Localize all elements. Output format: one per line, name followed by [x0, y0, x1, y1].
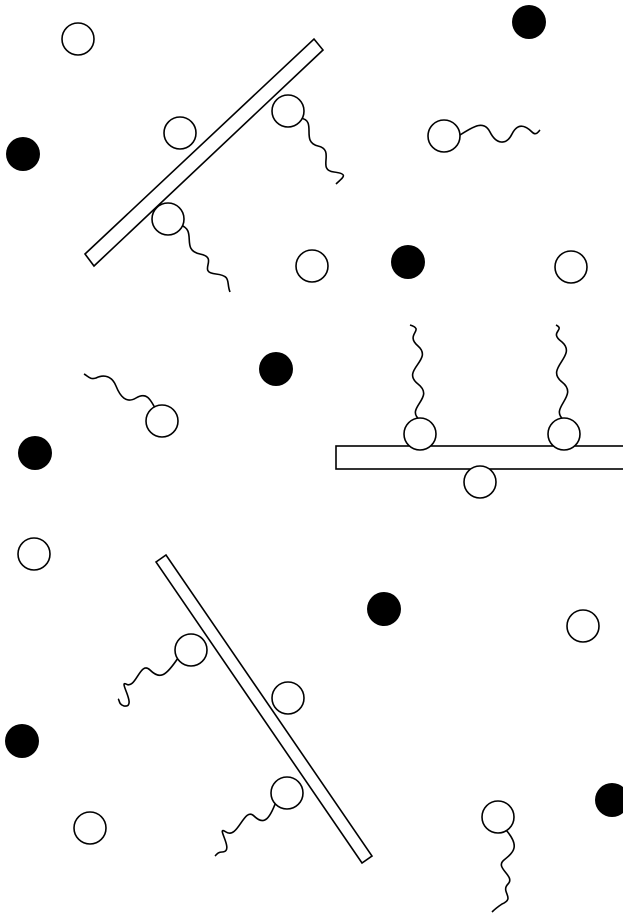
open-particle [74, 812, 106, 844]
open-particle [62, 23, 94, 55]
rod-3-particle-3 [271, 777, 303, 809]
filled-particle [6, 137, 40, 171]
rod-3-assembly [118, 555, 372, 863]
rod-1-particle-2 [272, 95, 304, 127]
rod-2-particle-2 [548, 418, 580, 450]
rod-2-chain-2 [556, 325, 568, 420]
filled-particle [512, 5, 546, 39]
rod-3-particle-2 [272, 682, 304, 714]
rod-1-chain-2 [180, 225, 230, 292]
rod-3-chain-2 [215, 796, 278, 856]
filled-particle [391, 245, 425, 279]
free-particle-tethered-2 [146, 405, 178, 437]
free-tethered-particle-2 [84, 374, 178, 437]
free-chain-1 [460, 125, 540, 142]
free-chain-2 [84, 374, 156, 410]
rod-2-particle-3 [464, 466, 496, 498]
filled-particle [595, 783, 623, 817]
filled-particle [367, 592, 401, 626]
open-particle [555, 251, 587, 283]
filled-particle [18, 436, 52, 470]
open-particle [296, 250, 328, 282]
rod-1-particle-3 [152, 203, 184, 235]
filled-particle [259, 352, 293, 386]
free-open-particles [18, 23, 599, 844]
free-particle-tethered-1 [428, 120, 460, 152]
rod-3-chain-1 [118, 658, 178, 706]
rod-1 [85, 39, 323, 266]
open-particle [567, 610, 599, 642]
rod-2-chain-1 [410, 325, 424, 420]
rod-1-chain-1 [300, 118, 343, 184]
filled-particle [5, 724, 39, 758]
rod-3 [156, 555, 372, 863]
rod-2-particle-1 [404, 418, 436, 450]
free-chain-3 [492, 830, 514, 912]
free-particle-tethered-3 [482, 801, 514, 833]
rod-3-particle-1 [175, 634, 207, 666]
free-tethered-particle-1 [428, 120, 540, 152]
filled-particles [5, 5, 623, 817]
rod-2-assembly [336, 325, 623, 498]
rod-1-particle-1 [164, 117, 196, 149]
open-particle [18, 538, 50, 570]
free-tethered-particle-3 [482, 801, 514, 912]
